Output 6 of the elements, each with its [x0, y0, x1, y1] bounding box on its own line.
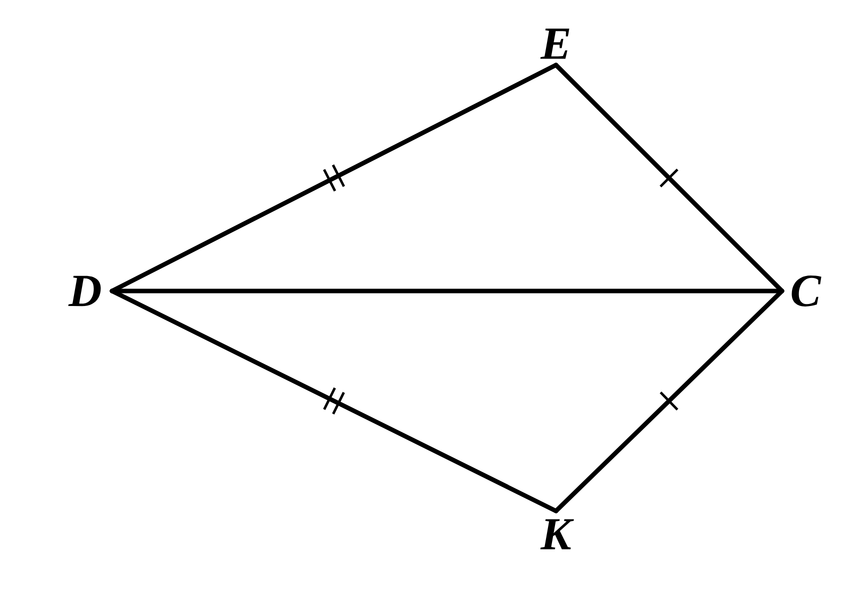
segment	[110, 288, 784, 294]
point-label: D	[68, 276, 101, 306]
point-label: C	[792, 276, 822, 306]
point-label: E	[540, 28, 570, 59]
segment	[110, 288, 558, 514]
point-label: K	[540, 519, 574, 550]
